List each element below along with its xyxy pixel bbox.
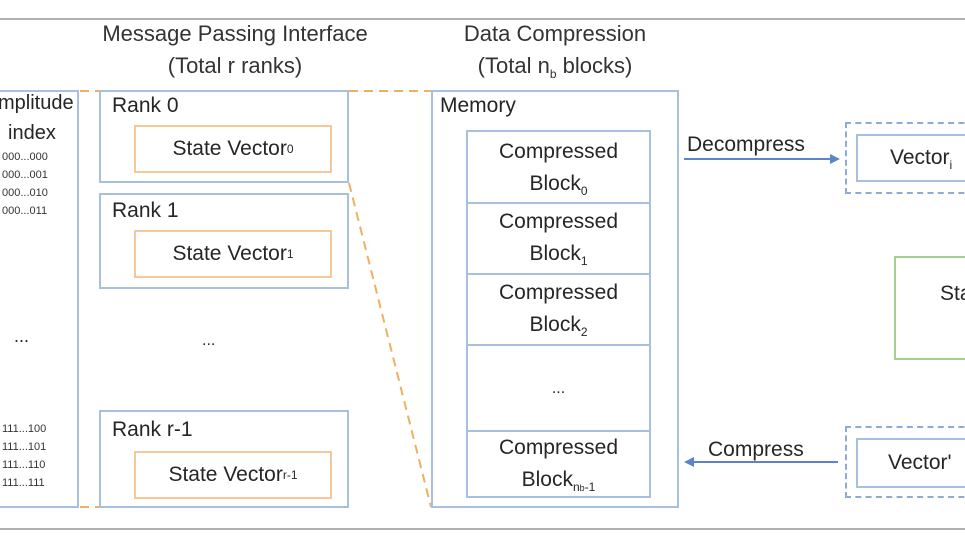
vector-bottom-dashed-outer [845,426,965,498]
block-sub-suffix: -1 [584,480,596,494]
compression-header: Data Compression (Total nb blocks) [420,18,690,90]
compressed-block-2: Compressed Block2 [468,275,649,346]
compress-label: Compress [708,438,804,461]
index-entry: 111...111 [2,477,45,489]
block-sub: 2 [580,325,588,339]
subtitle-prefix: (Total n [477,53,550,78]
vector-bottom-label: Vector' [888,451,952,474]
state-partial-box: Sta [894,256,965,360]
block-name: Blocknb-1 [468,464,649,504]
block-ellipsis: ... [551,380,566,397]
subtitle-sub: b [549,67,557,81]
index-entry: 000...011 [2,205,48,217]
block-name: Block2 [468,309,649,348]
index-entry: 000...010 [2,187,48,199]
mpi-title: Message Passing Interface [102,21,368,46]
vector-top-dashed-outer [845,122,965,194]
subtitle-suffix: blocks) [556,53,633,78]
block-label: Block [521,468,573,491]
amplitude-index-label: index [8,122,56,144]
index-entry: 000...000 [2,151,48,163]
block-name: Block1 [468,238,649,277]
state-vector-subscript: 0 [286,142,294,156]
amplitude-title: mplitude [0,92,74,114]
rank-label-last: Rank r-1 [112,418,193,441]
amplitude-ellipsis: ... [14,326,30,346]
index-entry: 111...100 [2,423,47,435]
state-vector-label: State Vector [168,463,283,486]
vector-bottom-box: Vector' [856,438,965,488]
index-entry: 000...001 [2,169,48,181]
state-vector-subscript: 1 [286,247,294,261]
compressed-block-0: Compressed Block0 [468,132,649,204]
compressed-block-ellipsis: ... [468,346,649,432]
block-sub: 0 [580,184,588,198]
block-sub: n [572,480,580,494]
compress-arrow [684,457,838,467]
amplitude-top-indices: 000...000 000...001 000...010 000...011 [2,148,48,220]
state-vector-subscript: r-1 [282,468,298,482]
rank-label-1: Rank 1 [112,199,179,222]
compression-subtitle: (Total nb blocks) [420,50,690,90]
block-label: Block [529,313,581,336]
block-word: Compressed [498,281,619,304]
compressed-blocks-column: Compressed Block0 Compressed Block1 Comp… [466,130,651,498]
rank-label-0: Rank 0 [112,94,179,117]
state-vector-label: State Vector [172,242,287,265]
frame-bottom-line [0,528,965,530]
vector-top-sub: i [949,158,953,172]
mpi-ellipsis: ... [202,332,216,349]
index-entry: 111...110 [2,459,46,471]
vector-top-label: Vector [890,146,950,169]
block-name: Block0 [468,168,649,207]
amplitude-panel [0,90,79,508]
block-word: Compressed [498,436,619,459]
frame-top-line [0,18,965,20]
decompress-arrow [684,154,840,164]
mpi-subtitle: (Total r ranks) [167,53,303,78]
block-label: Block [529,242,581,265]
block-label: Block [529,172,581,195]
decompress-label: Decompress [687,133,805,156]
block-sub-nested: b [579,483,585,493]
connector-diagonal [348,182,432,508]
compression-title: Data Compression [463,21,647,46]
compressed-block-1: Compressed Block1 [468,204,649,275]
state-vector-label: State Vector [172,137,287,160]
state-partial-label: Sta [940,282,965,305]
compressed-block-last: Compressed Blocknb-1 [468,432,649,496]
block-sub: 1 [580,254,588,268]
block-word: Compressed [498,140,619,163]
mpi-header: Message Passing Interface (Total r ranks… [80,18,390,82]
vector-top-box: Vectori [856,134,965,182]
memory-label: Memory [440,94,516,117]
amplitude-bottom-indices: 111...100 111...101 111...110 111...111 [2,420,46,492]
index-entry: 111...101 [2,441,47,453]
block-word: Compressed [498,210,619,233]
